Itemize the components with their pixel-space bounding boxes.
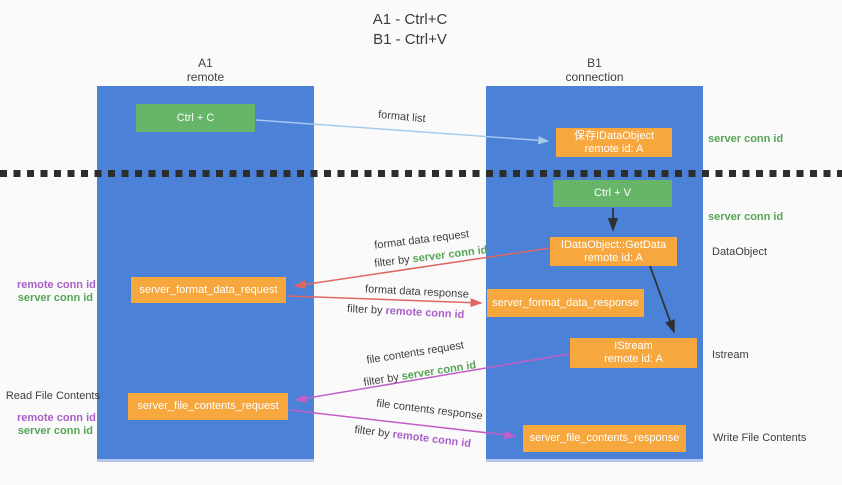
ctrl-c-label: Ctrl + C — [176, 111, 215, 124]
save-idataobject-line2: remote id: A — [584, 142, 644, 155]
getdata-line1: IDataObject::GetData — [560, 238, 667, 251]
file-contents-response-label: file contents response — [375, 397, 484, 423]
write-file-contents-annotation: Write File Contents — [713, 432, 807, 444]
lane-header-a1: A1 remote — [97, 56, 314, 84]
server-file-contents-request-box: server_file_contents_request — [128, 393, 288, 420]
istream-annotation: Istream — [712, 349, 749, 361]
server-conn-id-text: server conn id — [400, 359, 477, 383]
filter-by-text: filter by — [353, 423, 394, 441]
server-conn-id-annotation-top: server conn id — [708, 133, 784, 145]
server-conn-id-annotation-2: server conn id — [17, 425, 93, 437]
filter-by-text: filter by — [373, 253, 414, 270]
save-idataobject-line1: 保存IDataObject — [573, 129, 655, 142]
getdata-line2: remote id: A — [584, 251, 643, 264]
istream-box: IStream remote id: A — [570, 338, 697, 368]
lane-a1-name: A1 — [198, 56, 213, 70]
server-format-data-response-label: server_format_data_response — [492, 296, 639, 309]
read-file-contents-annotation: Read File Contents — [5, 390, 100, 402]
ctrl-c-box: Ctrl + C — [136, 104, 255, 132]
server-file-contents-request-label: server_file_contents_request — [137, 400, 279, 412]
format-data-response-label: format data response — [364, 283, 470, 301]
server-format-data-request-label: server_format_data_request — [139, 283, 278, 296]
server-format-data-request-box: server_format_data_request — [131, 277, 286, 303]
ctrl-v-label: Ctrl + V — [594, 187, 631, 199]
lane-b1-role: connection — [565, 70, 624, 84]
format-list-label: format list — [377, 108, 427, 126]
server-file-contents-response-label: server_file_contents_response — [529, 432, 680, 444]
istream-line2: remote id: A — [604, 353, 663, 365]
title-line-1: A1 - Ctrl+C — [372, 11, 448, 28]
filter-by-remote-conn-id-label-2: filter by remote conn id — [354, 424, 472, 450]
server-file-contents-response-box: server_file_contents_response — [523, 425, 686, 452]
remote-conn-id-text: remote conn id — [385, 304, 465, 322]
server-conn-id-text: server conn id — [411, 244, 489, 266]
filter-by-text: filter by — [362, 370, 403, 389]
filter-by-text: filter by — [346, 302, 386, 317]
lane-header-b1: B1 connection — [486, 56, 703, 84]
remote-conn-id-annotation-1: remote conn id — [17, 279, 96, 291]
remote-conn-id-text: remote conn id — [391, 428, 472, 451]
dataobject-annotation: DataObject — [712, 246, 768, 258]
server-format-data-response-box: server_format_data_response — [487, 289, 644, 317]
istream-line1: IStream — [614, 340, 653, 352]
save-idataobject-box: 保存IDataObject remote id: A — [556, 128, 672, 157]
server-conn-id-annotation-1: server conn id — [17, 292, 93, 304]
ctrl-v-box: Ctrl + V — [553, 180, 672, 207]
diagram-title: A1 - Ctrl+C B1 - Ctrl+V — [300, 10, 520, 50]
lane-b1-name: B1 — [587, 56, 602, 70]
remote-conn-id-annotation-2: remote conn id — [17, 412, 96, 424]
machine-boundary-dotted-line — [0, 170, 842, 177]
server-conn-id-annotation-mid: server conn id — [708, 211, 784, 223]
getdata-box: IDataObject::GetData remote id: A — [550, 237, 677, 266]
filter-by-remote-conn-id-label-1: filter by remote conn id — [347, 303, 465, 321]
title-line-2: B1 - Ctrl+V — [373, 31, 447, 48]
lane-a1-role: remote — [186, 70, 225, 84]
